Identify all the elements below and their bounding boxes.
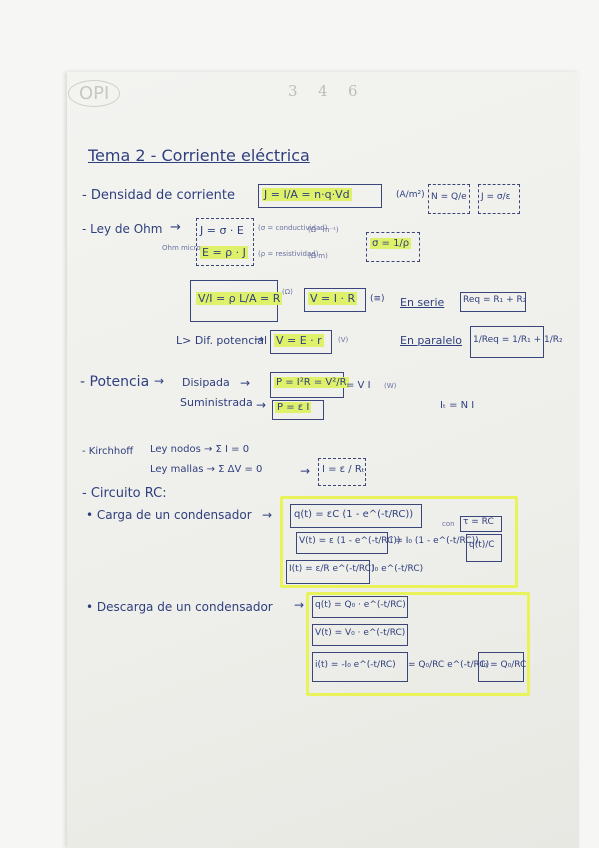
carga-q: q(t) = εC (1 - e^(-t/RC)): [294, 509, 414, 520]
top-number-3: 6: [348, 82, 358, 100]
kirchhoff-mallas: Ley mallas → Σ ΔV = 0: [150, 464, 263, 475]
potencia-dis-f: P = I²R = V²/R: [274, 377, 349, 388]
potencia-dis-eq: = V I: [346, 380, 371, 391]
descarga-i0: I₀ = Q₀/RC: [481, 660, 527, 670]
descarga-i: i(t) = -I₀ e^(-t/RC): [315, 660, 396, 670]
kirchhoff-formula: I = ε / Rₜ: [322, 464, 365, 475]
potencia-sum-f: P = ε I: [275, 402, 312, 413]
densidad-box2: J = σ/ε: [481, 192, 511, 202]
carga-con: con: [442, 520, 455, 528]
descarga-label: • Descarga de un condensador: [86, 600, 273, 614]
ohm-u2: (Ω·m): [308, 252, 328, 260]
descarga-q: q(t) = Q₀ · e^(-t/RC): [315, 600, 406, 610]
ohm-left-note: Ohm micro: [162, 244, 201, 252]
carga-highlight: [280, 496, 518, 588]
dif-label: L> Dif. potencial: [176, 334, 268, 347]
dif-arrow: →: [254, 332, 265, 346]
descarga-i2: = Q₀/RC e^(-t/RC): [408, 660, 490, 670]
potencia-sum: Suministrada: [180, 396, 253, 409]
ohm-n1: (σ = conductividad): [258, 224, 328, 232]
potencia-it: Iₜ = N I: [440, 400, 475, 411]
kirchhoff-nodos: Ley nodos → Σ I = 0: [150, 444, 250, 455]
dif-unit: (V): [338, 336, 349, 344]
vir-f2: V = I · R: [308, 292, 358, 305]
ohm-f2: E = ρ · J: [200, 246, 248, 259]
serie-label: En serie: [400, 296, 445, 309]
carga-label: • Carga de un condensador: [86, 508, 252, 522]
carga-qc: q(t)/C: [469, 540, 495, 550]
paralelo-label: En paralelo: [400, 334, 463, 347]
ohm-f1: J = σ · E: [200, 224, 244, 237]
page-label: OPI: [68, 80, 121, 107]
top-number-2: 4: [318, 82, 328, 100]
serie-formula: Req = R₁ + R₂: [463, 295, 527, 305]
densidad-formula: J = I/A = n·q·Vd: [262, 188, 352, 201]
carga-i-v: i = I₀ (1 - e^(-t/RC)): [390, 536, 479, 546]
top-number-1: 3: [288, 82, 298, 100]
paralelo-formula: 1/Req = 1/R₁ + 1/R₂: [473, 335, 563, 345]
vir-eq: (≡): [370, 294, 385, 304]
carga-v: V(t) = ε (1 - e^(-t/RC)): [299, 536, 401, 546]
descarga-v: V(t) = V₀ · e^(-t/RC): [315, 628, 406, 638]
carga-i: I(t) = ε/R e^(-t/RC): [289, 564, 375, 574]
densidad-box1: N = Q/e: [431, 192, 467, 202]
kirchhoff-label: - Kirchhoff: [82, 446, 134, 457]
carga-i0: I₀ e^(-t/RC): [372, 564, 424, 574]
ohm-side: σ = 1/ρ: [370, 238, 412, 249]
potencia-label: - Potencia: [80, 374, 150, 390]
ohm-n2: (ρ = resistividad): [258, 250, 319, 258]
potencia-dis: Disipada: [182, 376, 230, 389]
page-title: Tema 2 - Corriente eléctrica: [88, 146, 310, 165]
vir-u1: (Ω): [282, 288, 293, 296]
ohm-arrow: →: [170, 220, 181, 235]
ohm-label: - Ley de Ohm: [82, 222, 163, 236]
potencia-dis-u: (W): [384, 382, 397, 390]
densidad-unit: (A/m²): [396, 190, 425, 200]
carga-tau: τ = RC: [463, 517, 494, 527]
densidad-label: - Densidad de corriente: [82, 188, 235, 203]
notebook-sheet: [67, 72, 579, 848]
dif-formula: V = E · r: [274, 334, 324, 347]
ohm-u1: (Ω⁻¹m⁻¹): [308, 226, 339, 234]
vir-f1: V/I = ρ L/A = R: [196, 292, 283, 305]
descarga-highlight: [306, 592, 530, 696]
circuito-label: - Circuito RC:: [82, 486, 167, 501]
